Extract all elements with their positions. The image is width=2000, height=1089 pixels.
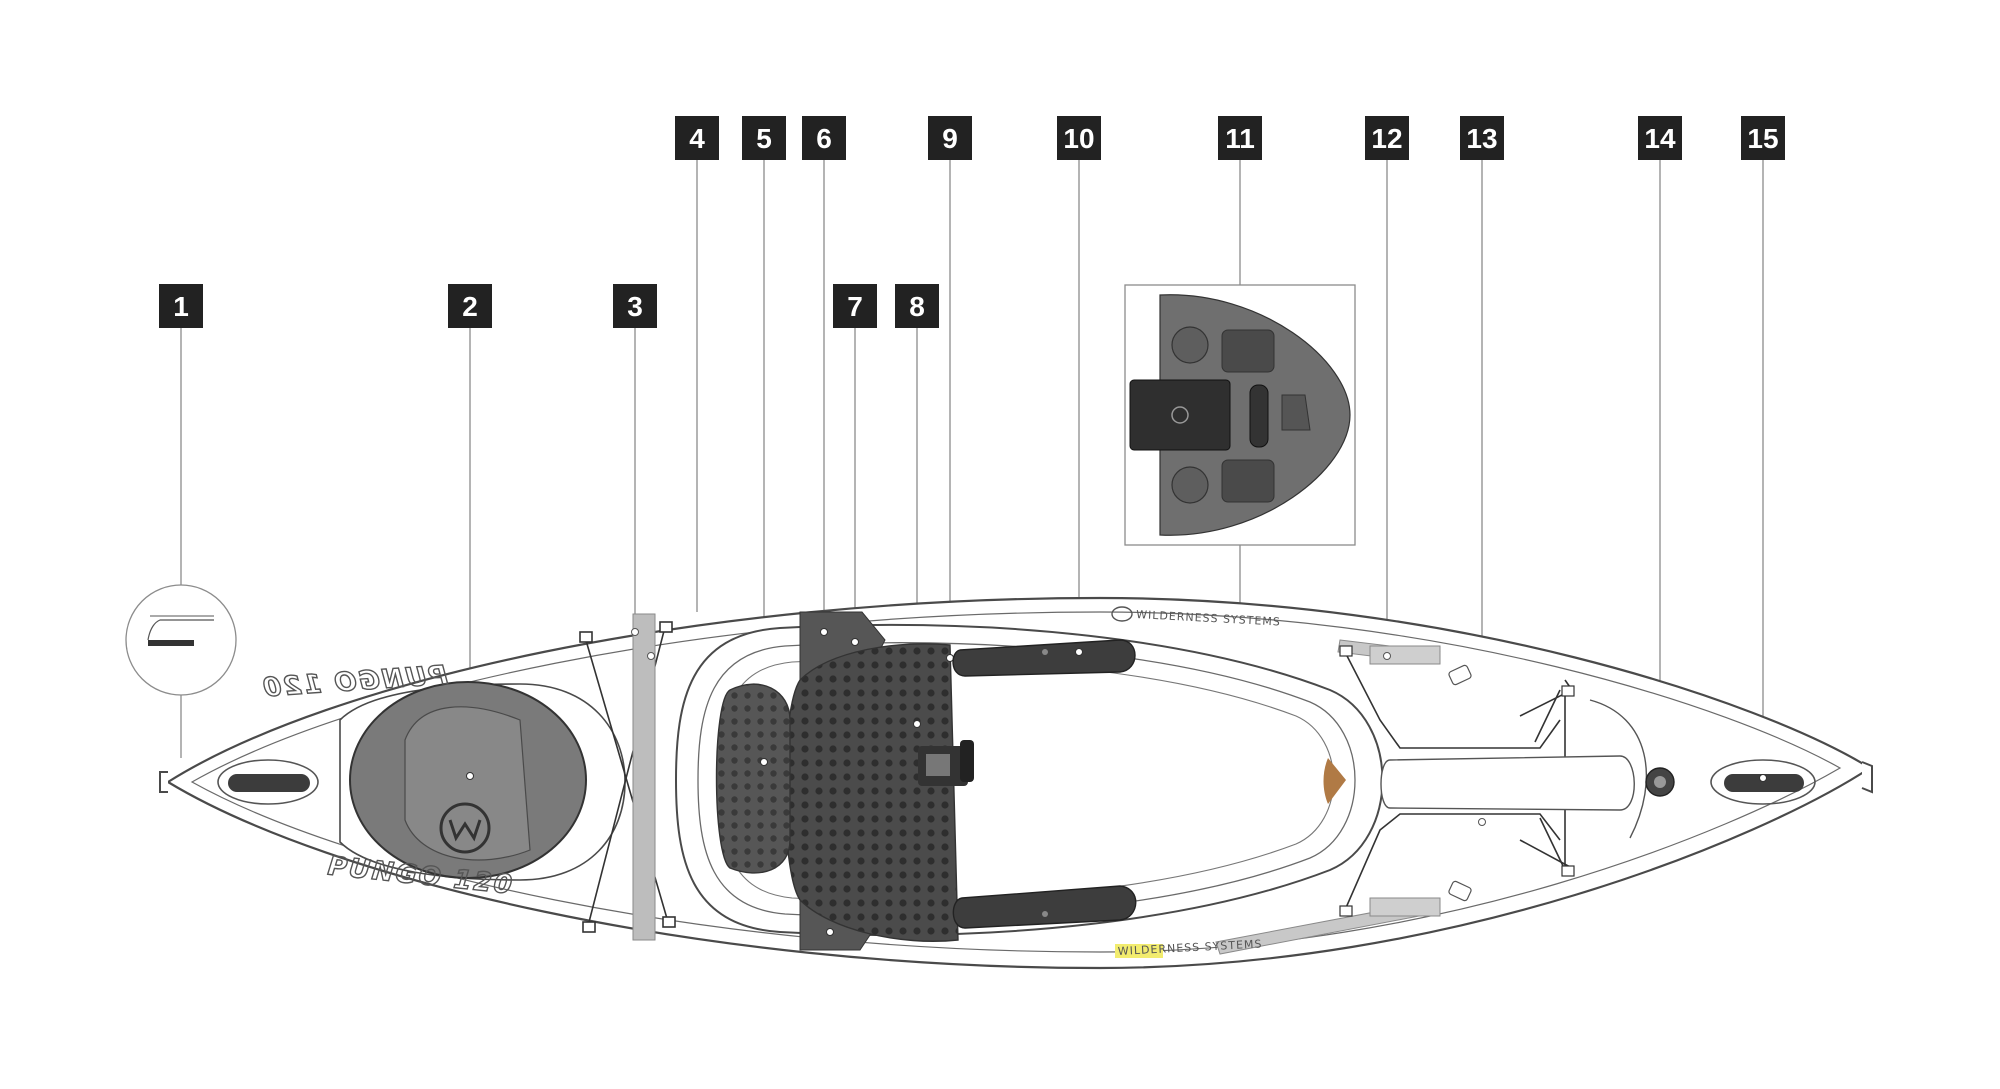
svg-text:4: 4: [689, 123, 705, 154]
cockpit-rim-inner: [697, 642, 1356, 918]
callout-4: 4: [675, 116, 719, 160]
side-rail-bar-bottom: [1369, 897, 1441, 917]
callout-14: 14: [1638, 116, 1682, 160]
bow-tip: [159, 771, 168, 793]
seat-adjust-knob: [918, 740, 974, 786]
bow-detail-circle: [125, 584, 237, 696]
svg-text:10: 10: [1063, 123, 1094, 154]
svg-text:2: 2: [462, 291, 478, 322]
hull-inner-line: [190, 611, 1842, 953]
callout-2: 2: [448, 284, 492, 328]
callout-15: 15: [1741, 116, 1785, 160]
stern-carry-handle: [1710, 759, 1816, 805]
callout-5: 5: [742, 116, 786, 160]
callout-boxes: 1 2 3 4 5 6 7 8 9 10 11 12 13 14 15: [159, 116, 1785, 328]
bungee-anchor-4: [1561, 865, 1575, 877]
callout-13: 13: [1460, 116, 1504, 160]
kayak-hull: PUNGO 120 PUNGO 120: [159, 596, 1873, 970]
callout-6: 6: [802, 116, 846, 160]
deck-fitting-top: [1448, 664, 1472, 686]
svg-text:15: 15: [1747, 123, 1778, 154]
svg-text:8: 8: [909, 291, 925, 322]
callout-7: 7: [833, 284, 877, 328]
callout-8: 8: [895, 284, 939, 328]
console-tray: [1129, 379, 1231, 451]
bungee-anchor-3: [1561, 685, 1575, 697]
foot-brace-bar: [632, 613, 656, 941]
svg-text:11: 11: [1225, 123, 1255, 154]
drain-plug: [1645, 767, 1675, 797]
svg-text:7: 7: [847, 291, 863, 322]
svg-text:9: 9: [942, 123, 958, 154]
console-inset: [1124, 284, 1356, 546]
hatch-logo: [439, 802, 491, 854]
bow-hatch: [339, 681, 626, 881]
svg-text:13: 13: [1466, 123, 1497, 154]
svg-text:5: 5: [756, 123, 772, 154]
bow-carry-handle: [217, 759, 319, 805]
callout-11: 11: [1218, 116, 1262, 160]
svg-text:12: 12: [1371, 123, 1402, 154]
thigh-brace-bottom: [952, 885, 1137, 929]
svg-text:14: 14: [1644, 123, 1676, 154]
seat-cushion: [784, 643, 959, 942]
cockpit: [674, 611, 1384, 951]
side-rail-bar-top: [1369, 645, 1441, 665]
bungee-anchor-2: [1339, 905, 1353, 917]
tan-marker: [1323, 758, 1346, 804]
callout-1: 1: [159, 284, 203, 328]
svg-text:6: 6: [816, 123, 832, 154]
stern-deck-fairing: [1589, 699, 1648, 839]
deck-fitting-bottom: [1448, 880, 1472, 902]
callout-9: 9: [928, 116, 972, 160]
thigh-brace-top: [952, 639, 1136, 677]
svg-text:3: 3: [627, 291, 643, 322]
callout-10: 10: [1057, 116, 1101, 160]
thigh-pad: [715, 683, 791, 874]
stern-tip: [1861, 761, 1873, 794]
callout-3: 3: [613, 284, 657, 328]
stern-deck-panel: [1380, 755, 1635, 811]
callout-12: 12: [1365, 116, 1409, 160]
bungee-anchor-1: [1339, 645, 1353, 657]
svg-text:1: 1: [173, 291, 189, 322]
